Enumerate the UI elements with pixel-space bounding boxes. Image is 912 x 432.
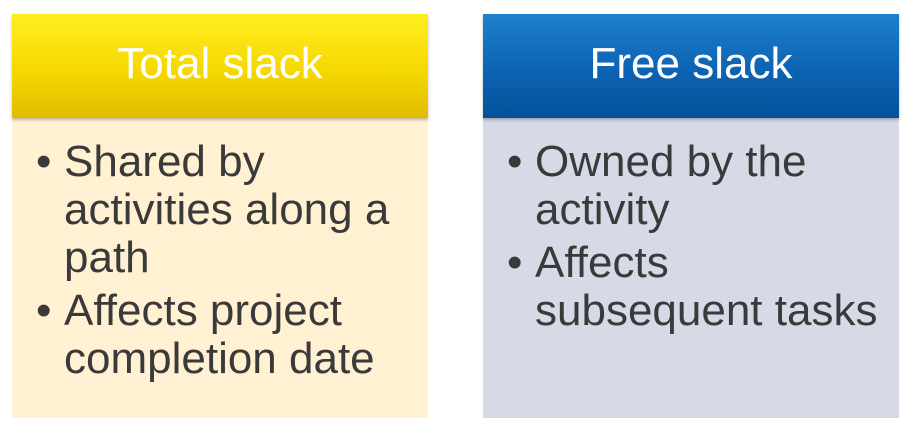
free-slack-title: Free slack <box>589 39 793 88</box>
total-slack-header: Total slack <box>12 14 428 118</box>
total-slack-title: Total slack <box>117 39 323 88</box>
free-slack-body: Owned by the activity Affects subsequent… <box>483 118 899 418</box>
total-slack-bullet-list: Shared by activities along a path Affect… <box>36 138 428 383</box>
free-slack-card: Free slack Owned by the activity Affects… <box>483 14 899 418</box>
total-slack-card: Total slack Shared by activities along a… <box>12 14 428 418</box>
free-slack-header: Free slack <box>483 14 899 118</box>
total-slack-body: Shared by activities along a path Affect… <box>12 118 428 418</box>
free-slack-bullet-owned: Owned by the activity <box>507 138 899 234</box>
total-slack-bullet-affects: Affects project completion date <box>36 287 428 383</box>
free-slack-bullet-affects: Affects subsequent tasks <box>507 239 899 335</box>
free-slack-bullet-list: Owned by the activity Affects subsequent… <box>507 138 899 335</box>
total-slack-bullet-shared: Shared by activities along a path <box>36 138 428 282</box>
